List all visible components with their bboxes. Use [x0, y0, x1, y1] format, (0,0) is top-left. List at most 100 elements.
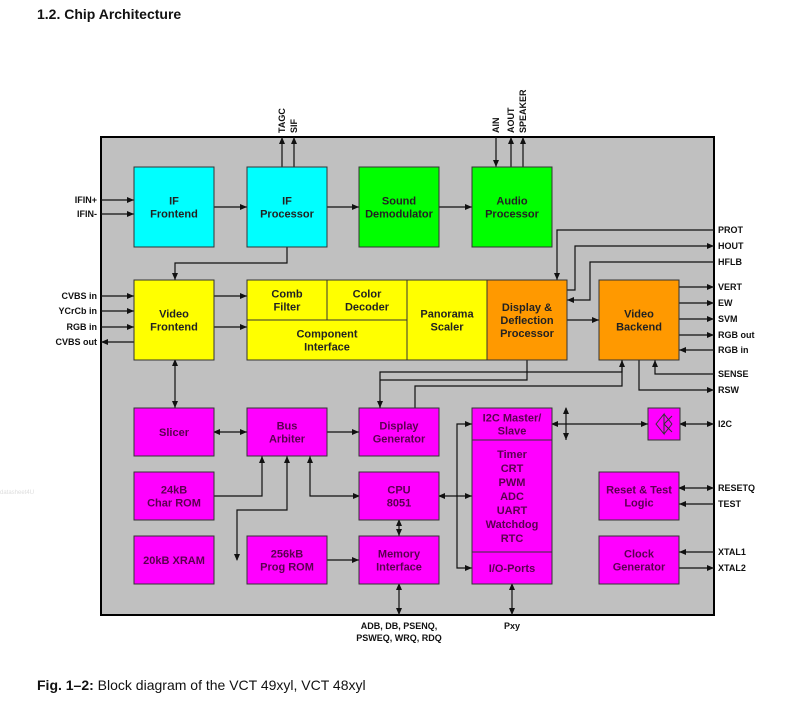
block-label: Logic	[624, 498, 653, 510]
block-label: Comb	[271, 289, 302, 301]
connection-line	[234, 456, 290, 561]
pin-label: IFIN+	[75, 195, 97, 205]
block-label: Reset & Test	[606, 485, 672, 497]
block-label: IF	[169, 196, 179, 208]
caption-text: Block diagram of the VCT 49xyl, VCT 48xy…	[93, 677, 366, 693]
block-label: Prog ROM	[260, 562, 314, 574]
pin-label: AOUT	[506, 107, 516, 133]
pin-label: HOUT	[718, 241, 744, 251]
connection-line	[414, 360, 625, 408]
block-label: Interface	[304, 342, 350, 354]
pin-label: RESETQ	[718, 483, 755, 493]
connection-line	[638, 360, 714, 393]
block-label: RTC	[501, 533, 524, 545]
pin-label: XTAL1	[718, 547, 746, 557]
pin-label: Pxy	[504, 621, 520, 631]
block-label: Interface	[376, 562, 422, 574]
block-label: Generator	[613, 562, 666, 574]
pin-label: RGB out	[718, 330, 755, 340]
watermark: datasheet4U	[0, 490, 35, 496]
pin-label: YCrCb in	[58, 306, 97, 316]
pin-label: TEST	[718, 499, 742, 509]
pin-label: VERT	[718, 282, 743, 292]
block-label: Frontend	[150, 322, 198, 334]
block-label: Memory	[378, 549, 421, 561]
section-heading: 1.2. Chip Architecture	[37, 6, 182, 22]
block-label: Deflection	[500, 315, 553, 327]
block-label: Sound	[382, 196, 416, 208]
connection-line	[307, 456, 360, 499]
block-label: Display	[379, 421, 419, 433]
connection-line	[554, 229, 714, 280]
pin-label: HFLB	[718, 257, 742, 267]
pin-label: XTAL2	[718, 563, 746, 573]
pin-label: ADB, DB, PSENQ,	[361, 621, 438, 631]
block-label: Demodulator	[365, 209, 434, 221]
pin-label: RGB in	[718, 345, 749, 355]
block-label: Processor	[260, 209, 315, 221]
block-label: IF	[282, 196, 292, 208]
connection-line	[652, 360, 714, 375]
pin-label: PROT	[718, 225, 744, 235]
pin-label: SVM	[718, 314, 738, 324]
pin-label: RSW	[718, 385, 740, 395]
pin-label: RGB in	[67, 322, 98, 332]
connection-line	[567, 243, 714, 291]
block-label: Filter	[274, 302, 302, 314]
block-label: Slicer	[159, 427, 190, 439]
block-label: Processor	[500, 328, 555, 340]
block-label: Bus	[277, 421, 298, 433]
block-label: Timer	[497, 449, 527, 461]
block-label: Decoder	[345, 302, 390, 314]
block-xram: 20kB XRAM	[133, 535, 215, 585]
block-label: Audio	[496, 196, 527, 208]
block-label: Backend	[616, 322, 662, 334]
block-slicer: Slicer	[133, 407, 215, 457]
block-label: Color	[353, 289, 382, 301]
block-label: Char ROM	[147, 498, 201, 510]
block-label: Scaler	[430, 322, 464, 334]
block-label: Arbiter	[269, 434, 306, 446]
pin-label: I2C	[718, 419, 733, 429]
connection-line	[172, 247, 288, 280]
caption-label: Fig. 1–2:	[37, 677, 94, 693]
blocks: IFFrontendIFProcessorSoundDemodulatorAud…	[133, 166, 681, 585]
connection-line	[456, 496, 472, 571]
block-label: Generator	[373, 434, 426, 446]
pin-label: EW	[718, 298, 733, 308]
connections	[101, 137, 714, 615]
connection-line	[456, 421, 472, 496]
block-label: 20kB XRAM	[143, 555, 205, 567]
pin-label: SENSE	[718, 369, 749, 379]
pin-label: SIF	[289, 118, 299, 133]
block-label: I2C Master/	[483, 413, 542, 425]
block-label: Frontend	[150, 209, 198, 221]
block-label: 24kB	[161, 485, 187, 497]
pin-label: CVBS out	[56, 337, 98, 347]
block-label: 8051	[387, 498, 411, 510]
block-label: Slave	[498, 426, 527, 438]
pin-label: IFIN-	[77, 209, 97, 219]
connection-line	[567, 261, 714, 303]
block-label: Component	[296, 329, 357, 341]
block-label: Clock	[624, 549, 655, 561]
pin-label: PSWEQ, WRQ, RDQ	[356, 633, 442, 643]
block-label: CPU	[387, 485, 410, 497]
